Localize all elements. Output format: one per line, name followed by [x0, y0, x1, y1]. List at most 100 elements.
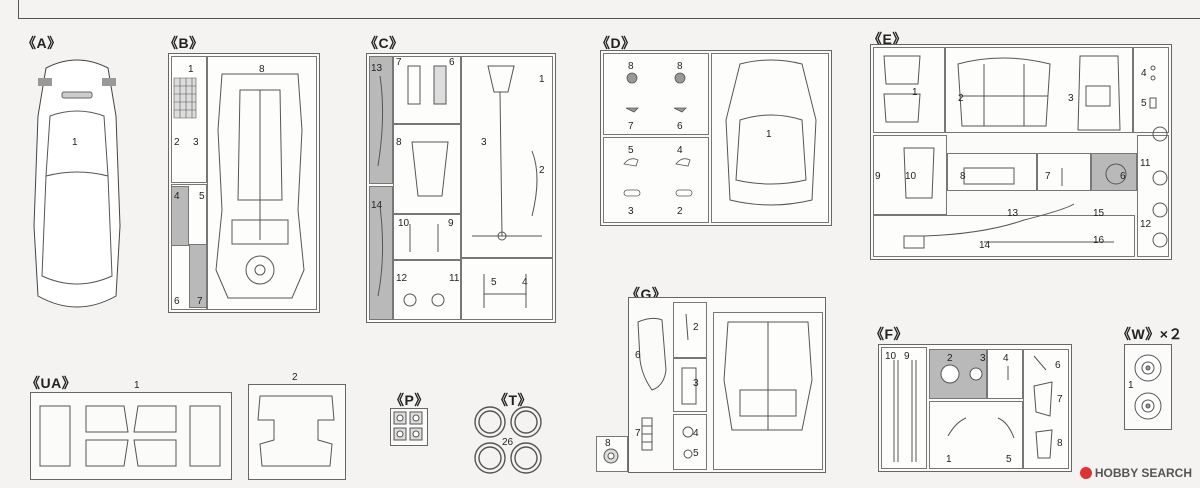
- gray-part-b7: [189, 244, 207, 308]
- part-number: 3: [980, 353, 986, 364]
- part-number: 6: [174, 296, 180, 307]
- part-number: 8: [605, 438, 611, 449]
- part-number: 10: [398, 218, 410, 229]
- group-label-a: 《A》: [22, 35, 62, 51]
- gray-part-b4: [171, 186, 189, 246]
- cell-e-8: [947, 153, 1037, 191]
- cell-e-7: [1037, 153, 1091, 191]
- small-parts-d: [620, 70, 700, 200]
- detail-parts-f: [880, 346, 1068, 468]
- cell-e-4-5: [1133, 47, 1169, 133]
- cell-e-seats: [873, 47, 945, 133]
- part-number: 11: [449, 273, 460, 284]
- part-number: 1: [539, 74, 545, 85]
- part-number: 1: [946, 454, 952, 465]
- part-number: 2: [693, 322, 699, 333]
- part-number: 26: [502, 437, 514, 448]
- part-number: 7: [1045, 171, 1051, 182]
- part-number: 6: [677, 121, 683, 132]
- cell-c-5-4: [461, 258, 553, 320]
- part-number: 3: [193, 137, 199, 148]
- part-number: 10: [905, 171, 917, 182]
- part-number: 5: [491, 277, 497, 288]
- cell-g-3: [673, 358, 707, 412]
- sprue-ua2: [248, 384, 346, 480]
- part-number: 1: [912, 87, 918, 98]
- group-label-b: 《B》: [164, 35, 204, 51]
- part-number: 5: [693, 448, 699, 459]
- part-number: 3: [481, 137, 487, 148]
- part-number: 6: [449, 57, 455, 68]
- cell-c-10-9: [393, 214, 461, 260]
- group-label-ua: 《UA》: [26, 375, 77, 391]
- gray-part-c13: [369, 56, 393, 184]
- top-frame: [18, 0, 1200, 19]
- part-number: 13: [371, 63, 383, 74]
- part-number: 15: [1093, 208, 1105, 219]
- part-number: 14: [371, 200, 383, 211]
- cell-g-4-5: [673, 414, 707, 470]
- sprue-ua: [30, 392, 232, 480]
- part-number: 9: [875, 171, 881, 182]
- grille-part-b1: [174, 78, 196, 118]
- part-number: 8: [396, 137, 402, 148]
- part-number: 11: [1140, 158, 1151, 169]
- part-number: 7: [635, 428, 641, 439]
- part-number: 9: [904, 351, 910, 362]
- tires-t26: [472, 404, 544, 476]
- hobby-search-logo-icon: [1079, 467, 1092, 479]
- part-number: 3: [693, 378, 699, 389]
- car-body-a1: [28, 56, 126, 314]
- group-label-d: 《D》: [596, 35, 636, 51]
- cell-c-12-11: [393, 260, 461, 320]
- polycaps-p: [392, 410, 424, 442]
- part-g8: [600, 442, 622, 466]
- gray-part-e6: [1091, 153, 1137, 191]
- part-number: 16: [1093, 235, 1105, 246]
- sprue-e: [870, 44, 1172, 260]
- part-number: 2: [292, 372, 298, 383]
- group-label-p: 《P》: [390, 392, 429, 408]
- part-number: 4: [522, 277, 528, 288]
- part-number: 1: [134, 380, 140, 391]
- cell-d-top: [603, 53, 709, 135]
- part-number: 1: [1128, 380, 1134, 391]
- part-number: 7: [1057, 394, 1063, 405]
- part-number: 2: [677, 206, 683, 217]
- part-number: 4: [1141, 68, 1147, 79]
- part-number: 3: [1068, 93, 1074, 104]
- cell-d-bottom: [603, 137, 709, 223]
- watermark: HOBBY SEARCH: [1079, 466, 1192, 480]
- part-number: 2: [958, 93, 964, 104]
- cell-f-10-9: [881, 347, 927, 469]
- part-number: 2: [174, 137, 180, 148]
- group-label-w: 《W》×２: [1117, 326, 1183, 342]
- interior-parts-e: [874, 50, 1170, 256]
- part-number: 9: [448, 218, 454, 229]
- part-number: 8: [1057, 438, 1063, 449]
- part-number: 5: [1006, 454, 1012, 465]
- body-parts-g: [632, 300, 820, 468]
- watermark-text: HOBBY SEARCH: [1094, 466, 1192, 480]
- window-part-ua2: [254, 390, 338, 472]
- chassis-b8: [212, 70, 308, 302]
- part-number: 5: [199, 191, 205, 202]
- cell-e-rear-seat: [945, 47, 1133, 133]
- group-label-e: 《E》: [868, 31, 907, 47]
- cell-d-hood: [711, 53, 829, 223]
- group-label-c: 《C》: [364, 35, 404, 51]
- hood-d1: [722, 60, 820, 210]
- part-number: 6: [1055, 360, 1061, 371]
- group-label-f: 《F》: [870, 326, 909, 342]
- suspension-parts-c: [372, 56, 552, 318]
- cell-b-left-top: [171, 56, 207, 183]
- sprue-g: [628, 297, 826, 473]
- cell-c-mid: [393, 124, 461, 214]
- window-parts-ua1: [34, 396, 226, 474]
- part-number: 7: [197, 296, 203, 307]
- part-number: 7: [628, 121, 634, 132]
- part-number: 4: [1003, 353, 1009, 364]
- part-number: 8: [960, 171, 966, 182]
- part-number: 5: [628, 145, 634, 156]
- sprue-c: [366, 53, 556, 323]
